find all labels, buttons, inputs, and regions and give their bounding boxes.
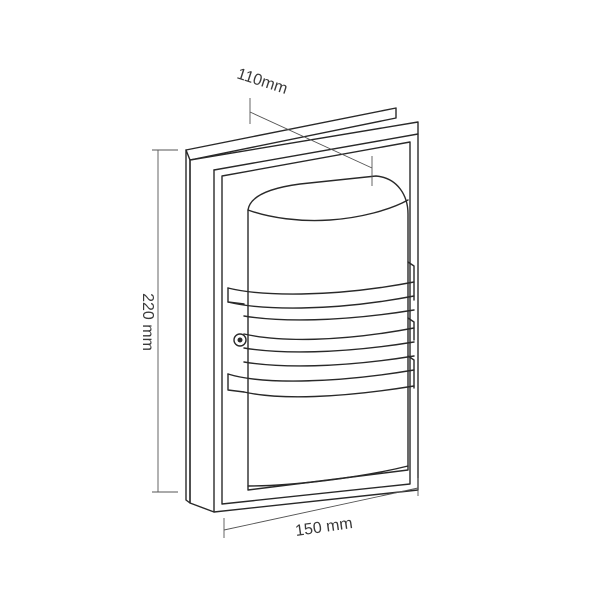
diffuser-top-curve [247,199,409,222]
width-dimension: 150 mm [223,478,419,540]
lamp-housing [247,175,409,491]
louver-bands [227,261,415,398]
width-dimension-line [223,487,419,531]
back-plate [185,107,397,504]
width-label: 150 mm [294,515,354,540]
louver-band-3-bottom [243,385,415,398]
screw-head-icon [237,337,243,343]
louver-bracket-right [407,261,415,389]
louver-band-2-lower [243,355,415,367]
louver-band-1-bottom [227,295,415,309]
front-plate-top-bevel [213,133,419,171]
height-label: 220 mm [139,293,156,351]
diffuser-bottom-curve [247,465,409,487]
diffuser-body [247,175,409,491]
front-plate-outline [189,121,419,513]
louver-band-1-lower [243,309,415,321]
louver-band-1-top [227,281,415,295]
depth-label: 110mm [235,66,290,98]
front-plate-inner-frame [221,141,411,505]
louver-band-3-top [227,369,415,382]
front-plate [189,121,419,513]
louver-band-2-top [243,327,415,341]
louver-bracket-left [227,287,245,393]
louver-band-2-bottom [243,341,415,353]
side-screw [233,333,247,347]
depth-dimension-line [249,111,373,169]
height-dimension: 220 mm [139,149,178,493]
back-plate-top-edge [185,107,397,161]
